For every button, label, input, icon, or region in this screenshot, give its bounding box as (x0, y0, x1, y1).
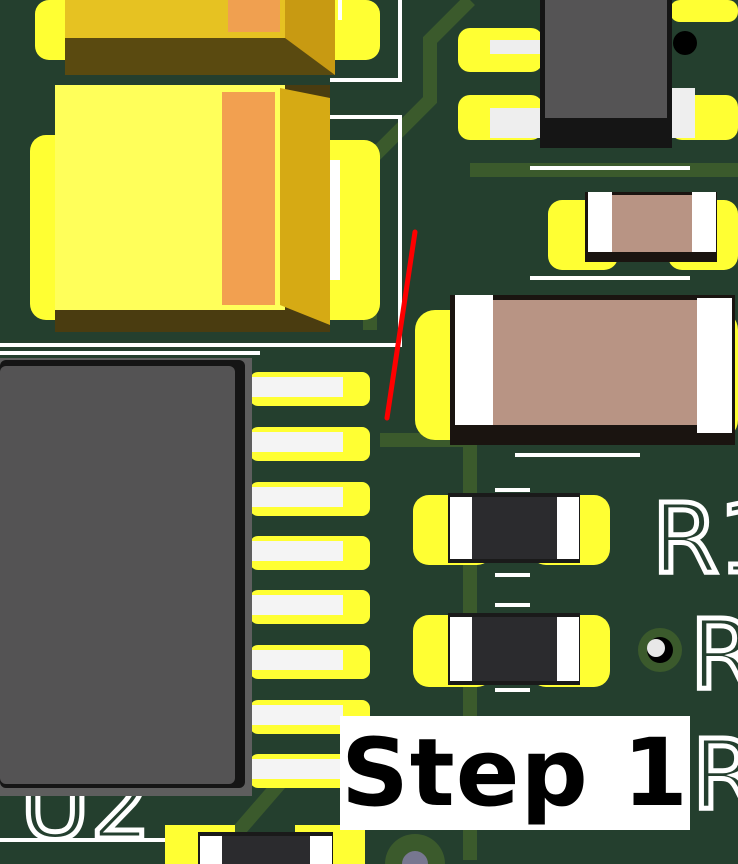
silkscreen-outline (0, 0, 690, 842)
annotation-line (384, 229, 418, 421)
tantalum-capacitor-top (35, 0, 380, 75)
resistor-black-1 (413, 493, 610, 565)
silkscreen-ref-r3: R (692, 719, 738, 831)
silkscreen-ref-r2: R (690, 599, 738, 711)
ic-pins (245, 377, 343, 779)
resistor-black-2 (413, 613, 610, 687)
ic-chip (0, 358, 252, 796)
sot-transistor (458, 0, 738, 148)
step-label: Step 1 (340, 716, 690, 830)
bottom-component (165, 825, 365, 864)
silkscreen-ref-r1: R1 (652, 483, 738, 595)
tantalum-capacitor (30, 85, 380, 332)
via-bottom (385, 834, 445, 864)
resistor-large (415, 295, 738, 445)
resistor-small (548, 192, 738, 270)
via (638, 628, 682, 672)
